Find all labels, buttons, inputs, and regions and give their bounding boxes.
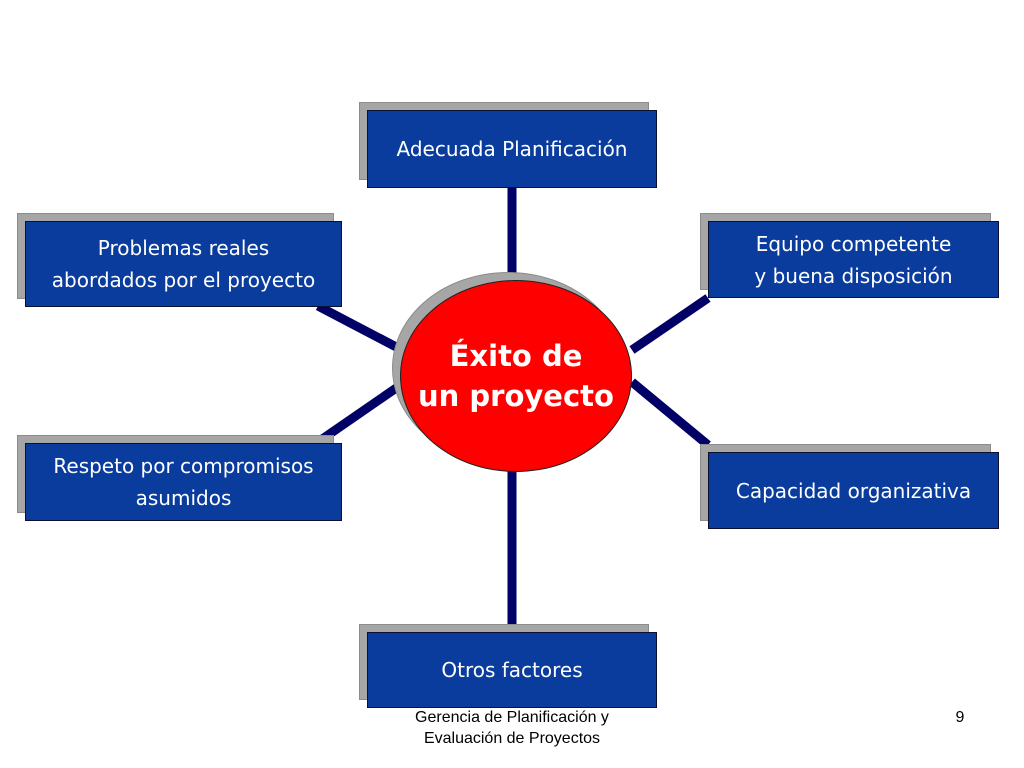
node-adecuada-planificacion: Adecuada Planificación: [359, 102, 657, 188]
connector-upper-left: [315, 302, 405, 354]
node-capacidad-organizativa: Capacidad organizativa: [700, 444, 999, 529]
node-label-line1: Adecuada Planificación: [396, 137, 628, 161]
node-equipo-competente: Equipo competente y buena disposición: [700, 213, 999, 298]
node-box: Equipo competente y buena disposición: [708, 221, 999, 298]
connector-upper-right: [629, 294, 711, 354]
connector-lower-right: [629, 378, 711, 449]
center-label-line1: Éxito de: [449, 339, 583, 373]
node-box: Respeto por compromisos asumidos: [25, 443, 342, 521]
node-box: Capacidad organizativa: [708, 452, 999, 529]
node-label-line2: y buena disposición: [754, 263, 953, 288]
node-label-line1: Problemas reales: [97, 236, 270, 260]
node-box: Adecuada Planificación: [367, 110, 657, 188]
node-box: Problemas reales abordados por el proyec…: [25, 221, 342, 307]
node-label-line1: Equipo competente: [755, 231, 952, 256]
page-number: 9: [955, 709, 965, 726]
node-label-line1: Capacidad organizativa: [735, 478, 972, 503]
footer-line1: Gerencia de Planificación y: [415, 709, 609, 726]
node-box: Otros factores: [367, 632, 657, 708]
node-label-line1: Respeto por compromisos: [53, 454, 314, 478]
footer-text: Gerencia de Planificación y Evaluación d…: [372, 707, 652, 749]
center-label-line2: un proyecto: [418, 379, 614, 413]
node-respeto-compromisos: Respeto por compromisos asumidos: [17, 435, 342, 521]
footer-line2: Evaluación de Proyectos: [423, 730, 601, 747]
center-circle: Éxito de un proyecto: [400, 280, 632, 472]
node-otros-factores: Otros factores: [359, 624, 657, 708]
node-label-line2: asumidos: [135, 486, 232, 510]
node-label-line1: Otros factores: [441, 658, 583, 682]
connector-lower-left: [315, 380, 405, 446]
node-problemas-reales: Problemas reales abordados por el proyec…: [17, 213, 342, 307]
node-label-line2: abordados por el proyecto: [51, 268, 316, 292]
center-node: Éxito de un proyecto: [392, 272, 632, 472]
